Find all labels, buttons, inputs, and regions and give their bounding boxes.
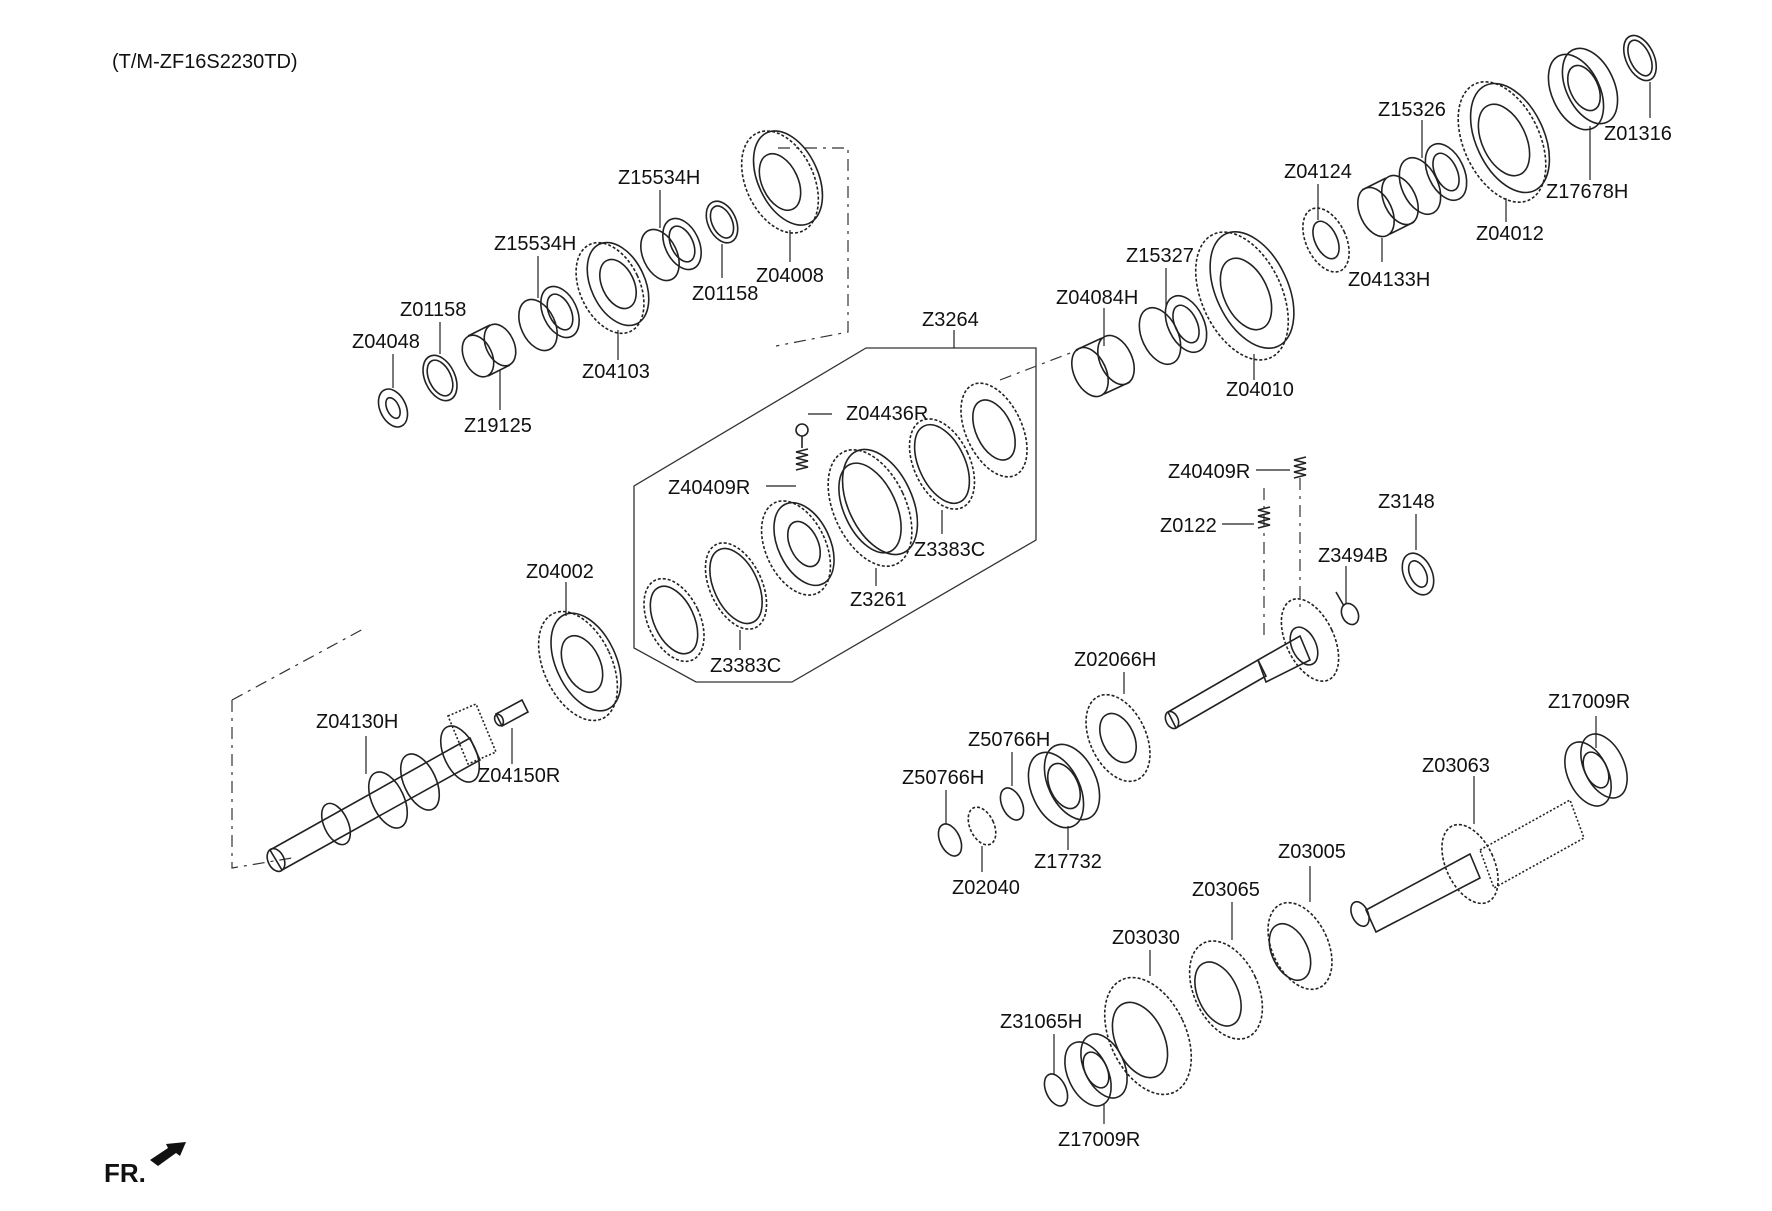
dash-outline-lower (231, 627, 366, 869)
part-Z40409R-spring-a (795, 448, 809, 471)
part-Z40409R-spring-b (1293, 456, 1307, 479)
label-Z15327: Z15327 (1126, 245, 1194, 267)
label-Z01158-a: Z01158 (400, 299, 466, 321)
part-Z02066H-gear (1085, 693, 1151, 783)
part-Z19125-bushing (461, 323, 517, 378)
label-Z40409R-b: Z40409R (1168, 461, 1250, 483)
model-code: (T/M-ZF16S2230TD) (112, 51, 298, 73)
part-Z3383C-ring-c (908, 418, 976, 510)
part-sync-hub (760, 500, 835, 596)
label-Z04008: Z04008 (756, 265, 824, 287)
label-Z15326: Z15326 (1378, 99, 1446, 121)
label-Z17678H: Z17678H (1546, 181, 1628, 203)
part-Z04048-washer (377, 388, 409, 428)
label-Z04084H: Z04084H (1056, 287, 1138, 309)
part-Z04002-gear (537, 610, 622, 722)
label-Z17732: Z17732 (1034, 851, 1102, 873)
part-Z04010-gear (1194, 230, 1295, 361)
label-Z40409R-a: Z40409R (668, 477, 750, 499)
dash-shift-axis (999, 349, 1079, 381)
label-Z04103: Z04103 (582, 361, 650, 383)
label-Z50766H-b: Z50766H (902, 767, 984, 789)
label-Z04048: Z04048 (352, 331, 420, 353)
sync-group-box (633, 347, 1037, 683)
part-Z04103-gear (575, 241, 650, 335)
part-Z04150R-pin (493, 698, 530, 728)
part-Z3494B-bolt (1335, 591, 1360, 626)
label-Z31065H: Z31065H (1000, 1011, 1082, 1033)
part-Z04133H-bushing (1357, 174, 1419, 238)
part-Z03063-shaft (1350, 798, 1585, 934)
label-Z3264: Z3264 (922, 309, 979, 331)
part-Z04130H-mainshaft (266, 702, 498, 873)
label-Z02066H: Z02066H (1074, 649, 1156, 671)
label-Z04124: Z04124 (1284, 161, 1352, 183)
part-Z17009R-bearing-a (1564, 733, 1628, 807)
label-Z3383C-b: Z3383C (710, 655, 781, 677)
part-Z01158-snap-ring-b (705, 200, 739, 244)
label-Z01316: Z01316 (1604, 123, 1672, 145)
label-Z17009R-b: Z17009R (1058, 1129, 1140, 1151)
label-Z03030: Z03030 (1112, 927, 1180, 949)
part-Z01158-snap-ring-a (422, 354, 458, 402)
label-Z3494B: Z3494B (1318, 545, 1388, 567)
label-Z04002: Z04002 (526, 561, 594, 583)
part-Z04084H-bushing (1071, 334, 1135, 398)
label-Z04133H: Z04133H (1348, 269, 1430, 291)
part-Z3383C-ring-a (643, 577, 705, 663)
part-input-shaft (1164, 598, 1340, 730)
part-Z15534H-needle-bearing-b (640, 217, 702, 282)
label-Z15534H-b: Z15534H (618, 167, 700, 189)
label-Z15534H-a: Z15534H (494, 233, 576, 255)
part-Z17732-bearing (1027, 743, 1101, 829)
part-Z04012-gear (1457, 81, 1551, 203)
front-arrow-icon (150, 1142, 186, 1166)
part-Z04124-gear (1302, 207, 1350, 273)
label-Z3148: Z3148 (1378, 491, 1435, 513)
label-Z03063: Z03063 (1422, 755, 1490, 777)
part-Z15326-needle-bearing (1398, 142, 1468, 216)
label-Z03005: Z03005 (1278, 841, 1346, 863)
leader-lines (365, 82, 1651, 1124)
part-Z17009R-bearing-b (1064, 1033, 1128, 1107)
part-Z31065H-snap-ring (1043, 1073, 1069, 1107)
part-Z50766H-ring-a (999, 787, 1025, 821)
part-Z03005-gear (1267, 901, 1333, 991)
label-Z04010: Z04010 (1226, 379, 1294, 401)
label-Z03065: Z03065 (1192, 879, 1260, 901)
part-Z17678H-bearing (1547, 47, 1619, 131)
label-Z01158-b: Z01158 (692, 283, 758, 305)
part-Z02040-ring (967, 806, 997, 846)
part-Z0122-spring (1257, 506, 1271, 529)
dash-pin-line-a (1263, 478, 1301, 640)
part-clutch-ring (960, 382, 1028, 478)
label-Z3261: Z3261 (850, 589, 907, 611)
part-Z15534H-needle-bearing-a (518, 285, 580, 352)
label-Z50766H-a: Z50766H (968, 729, 1050, 751)
front-direction-label: FR. (104, 1158, 146, 1188)
label-Z0122: Z0122 (1160, 515, 1217, 537)
label-Z17009R-a: Z17009R (1548, 691, 1630, 713)
part-Z3383C-ring-b (704, 542, 768, 630)
label-Z02040: Z02040 (952, 877, 1020, 899)
part-Z3148-ring (1401, 552, 1435, 596)
label-Z19125: Z19125 (464, 415, 532, 437)
part-Z01316-snap-ring (1622, 34, 1658, 82)
label-Z04150R: Z04150R (478, 765, 560, 787)
part-Z04008-gear (740, 130, 824, 234)
label-Z3383C-a: Z3383C (914, 539, 985, 561)
label-Z04012: Z04012 (1476, 223, 1544, 245)
part-Z50766H-ring-b (937, 823, 963, 857)
part-Z04436R-pin (795, 423, 809, 448)
label-Z04436R: Z04436R (846, 403, 928, 425)
part-Z03065-gear (1188, 940, 1264, 1040)
label-Z04130H: Z04130H (316, 711, 398, 733)
dash-outline-upper (775, 147, 849, 347)
part-Z15327-needle-bearing (1138, 294, 1208, 366)
part-Z3261-sleeve (827, 448, 919, 568)
